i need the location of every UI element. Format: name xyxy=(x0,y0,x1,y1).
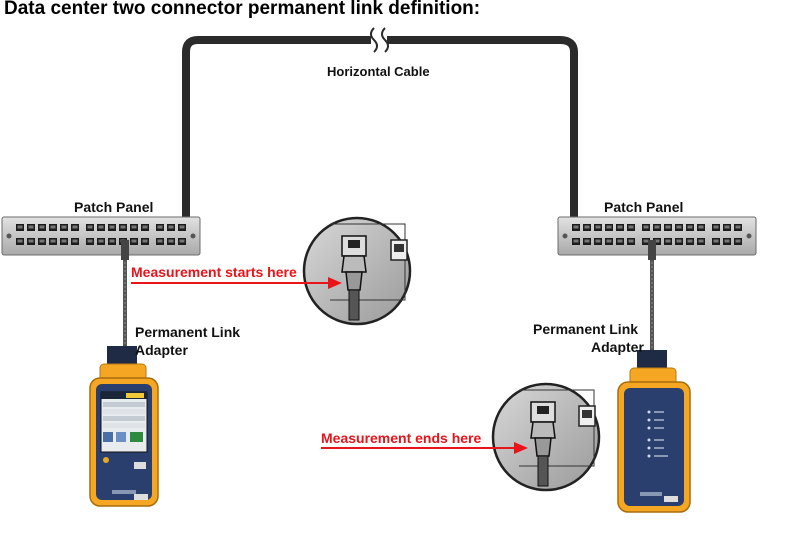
zoom-connector-start xyxy=(302,216,412,326)
tester-remote-icon xyxy=(647,410,668,458)
arrow-measurement-end xyxy=(321,442,528,454)
patch-panel-left-label: Patch Panel xyxy=(74,199,154,215)
patch-panel-icon xyxy=(1,216,201,256)
adapter-left-label-line2: Adapter xyxy=(135,342,188,358)
rj45-jack-icon xyxy=(390,239,408,261)
cable-break-icon xyxy=(370,27,389,53)
adapter-cord-right xyxy=(648,240,656,352)
measurement-end-label: Measurement ends here xyxy=(321,430,482,446)
patch-panel-right-label: Patch Panel xyxy=(604,199,684,215)
adapter-cord-left xyxy=(121,240,129,348)
measurement-start-label: Measurement starts here xyxy=(131,264,297,280)
zoom-connector-end xyxy=(491,382,601,492)
page-title: Data center two connector permanent link… xyxy=(4,0,481,19)
tester-right xyxy=(617,350,691,513)
horizontal-cable-label: Horizontal Cable xyxy=(327,64,430,79)
patch-panel-right xyxy=(557,216,757,256)
adapter-right-label-line2: Adapter xyxy=(591,339,644,355)
horizontal-cable xyxy=(182,27,578,218)
arrow-measurement-start xyxy=(131,277,342,289)
patch-panel-left xyxy=(1,216,201,256)
tester-display-icon xyxy=(100,391,148,453)
adapter-left-label-line1: Permanent Link xyxy=(135,324,241,340)
adapter-right-label-line1: Permanent Link xyxy=(533,321,639,337)
tester-left xyxy=(89,346,159,507)
